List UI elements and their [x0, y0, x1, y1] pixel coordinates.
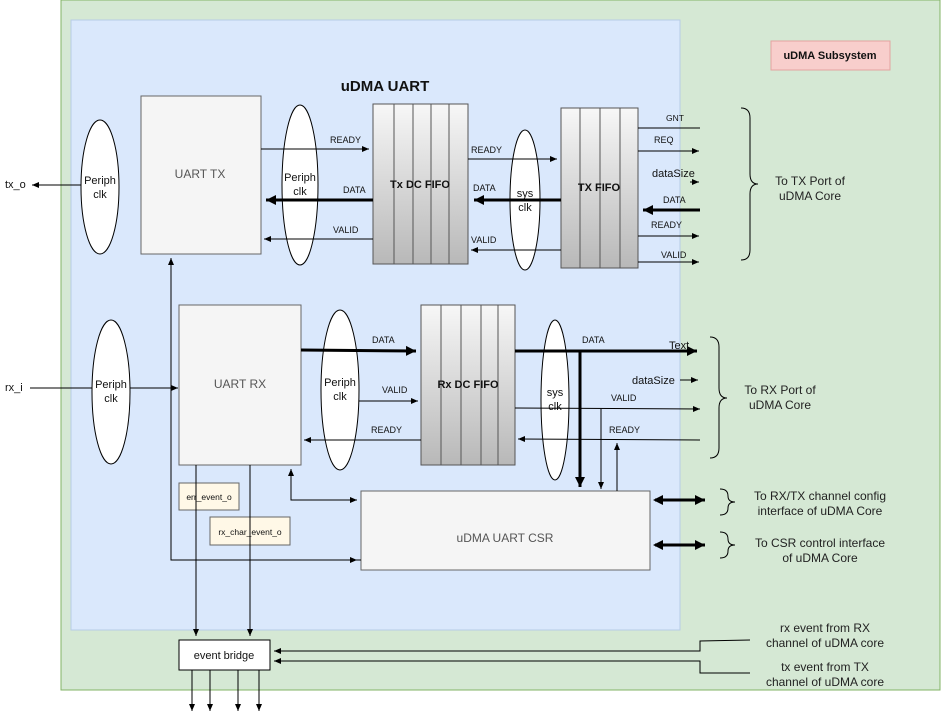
csr-note-l1: To CSR control interface — [755, 536, 885, 550]
periph-clk-mid-tx — [281, 104, 319, 266]
rx-dc-fifo-label: Rx DC FIFO — [437, 379, 499, 391]
sys-clk-rx-l2: clk — [548, 401, 562, 413]
rx-valid2-label: VALID — [611, 393, 637, 403]
csr-block — [360, 490, 651, 571]
tx-port-note-l1: To TX Port of — [775, 174, 845, 188]
cfg-note-l1: To RX/TX channel config — [754, 489, 886, 503]
sys-clk-rx — [540, 319, 570, 481]
uart-tx-block — [140, 95, 262, 255]
rx-event-note-l2: channel of uDMA core — [766, 636, 884, 650]
gnt-label: GNT — [666, 113, 684, 123]
csr-brace — [719, 531, 736, 559]
cfg-note-l2: interface of uDMA Core — [758, 504, 883, 518]
periph-clk-mid-tx-l1: Periph — [284, 172, 316, 184]
err-event-label: err_event_o — [186, 492, 232, 502]
err-event-box — [178, 482, 240, 511]
rx-port-note-l1: To RX Port of — [744, 383, 816, 397]
periph-clk-tx-l2: clk — [93, 189, 107, 201]
rx-port-note-l2: uDMA Core — [749, 398, 811, 412]
csr-note-l2: of uDMA Core — [782, 551, 858, 565]
periph-clk-mid-tx-l2: clk — [293, 186, 307, 198]
tx-port-brace — [740, 107, 759, 261]
cfg-brace — [719, 488, 736, 516]
datasize-rx-label: dataSize — [632, 375, 675, 387]
event-bridge-block — [178, 639, 271, 671]
tx-dc-fifo — [372, 103, 469, 265]
periph-clk-mid-rx — [320, 309, 360, 471]
tx-dc-fifo-label: Tx DC FIFO — [390, 179, 450, 191]
tx-event-wire — [274, 658, 750, 674]
rx-text-label: Text — [669, 340, 689, 352]
sys-clk-tx-l1: sys — [517, 188, 534, 200]
periph-clk-rx — [91, 319, 131, 465]
subsystem-label-box — [770, 40, 891, 71]
uart-title: uDMA UART — [341, 78, 430, 95]
rx-valid2-wire — [514, 405, 701, 412]
tx-ready3-label: READY — [651, 220, 682, 230]
rx-ready2-label: READY — [609, 425, 640, 435]
rx-port-brace — [709, 336, 728, 459]
sys-clk-rx-l1: sys — [547, 387, 564, 399]
rx-data1-wire — [300, 345, 417, 356]
periph-clk-rx-l2: clk — [104, 393, 118, 405]
tx-valid3-label: VALID — [661, 250, 687, 260]
rx-event-wire — [274, 639, 751, 654]
tx-valid1-label: VALID — [333, 225, 359, 235]
tx-o-pin: tx_o — [5, 179, 26, 191]
uart-tx-label: UART TX — [175, 167, 226, 181]
tx-ready1-label: READY — [330, 135, 361, 145]
req-label: REQ — [654, 135, 674, 145]
rx-data2-label: DATA — [582, 335, 605, 345]
tx-valid2-label: VALID — [471, 235, 497, 245]
rx-i-pin: rx_i — [5, 382, 23, 394]
tx-fifo — [560, 107, 639, 269]
tx-ready2-label: READY — [471, 145, 502, 155]
periph-clk-tx — [80, 119, 120, 255]
tx-event-note-l1: tx event from TX — [781, 660, 869, 674]
periph-clk-mid-rx-l1: Periph — [324, 377, 356, 389]
event-bridge-label: event bridge — [194, 650, 255, 662]
rx-valid1-label: VALID — [382, 385, 408, 395]
csr-label: uDMA UART CSR — [457, 531, 554, 545]
sys-clk-tx-l2: clk — [518, 202, 532, 214]
rx-ready2-wire — [517, 436, 701, 443]
rx-data1-label: DATA — [372, 335, 395, 345]
tx-data1-label: DATA — [343, 185, 366, 195]
rx-event-note-l1: rx event from RX — [780, 621, 870, 635]
tx-fifo-label: TX FIFO — [578, 182, 621, 194]
datasize-tx-label: dataSize — [652, 168, 695, 180]
rx-dc-fifo — [420, 304, 516, 466]
subsystem-label: uDMA Subsystem — [783, 50, 876, 62]
tx-port-note-l2: uDMA Core — [779, 189, 841, 203]
periph-clk-mid-rx-l2: clk — [333, 391, 347, 403]
uart-rx-label: UART RX — [214, 377, 266, 391]
tx-data3-label: DATA — [663, 195, 686, 205]
rx-ready1-label: READY — [371, 425, 402, 435]
periph-clk-rx-l1: Periph — [95, 379, 127, 391]
tx-event-note-l2: channel of uDMA core — [766, 675, 884, 689]
tx-data2-label: DATA — [473, 183, 496, 193]
uart-rx-block — [178, 304, 302, 466]
periph-clk-tx-l1: Periph — [84, 175, 116, 187]
